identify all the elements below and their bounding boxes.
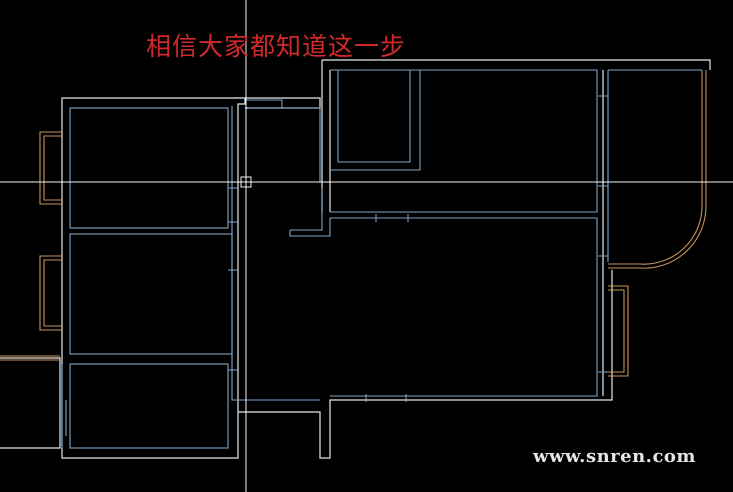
windows <box>0 70 707 377</box>
outer-walls <box>0 59 711 459</box>
annotation-text: 相信大家都知道这一步 <box>146 32 407 61</box>
crosshair-pickbox-icon <box>240 176 252 188</box>
openings <box>228 95 608 402</box>
inner-walls <box>61 69 702 449</box>
watermark-text: www.snren.com <box>533 446 696 467</box>
